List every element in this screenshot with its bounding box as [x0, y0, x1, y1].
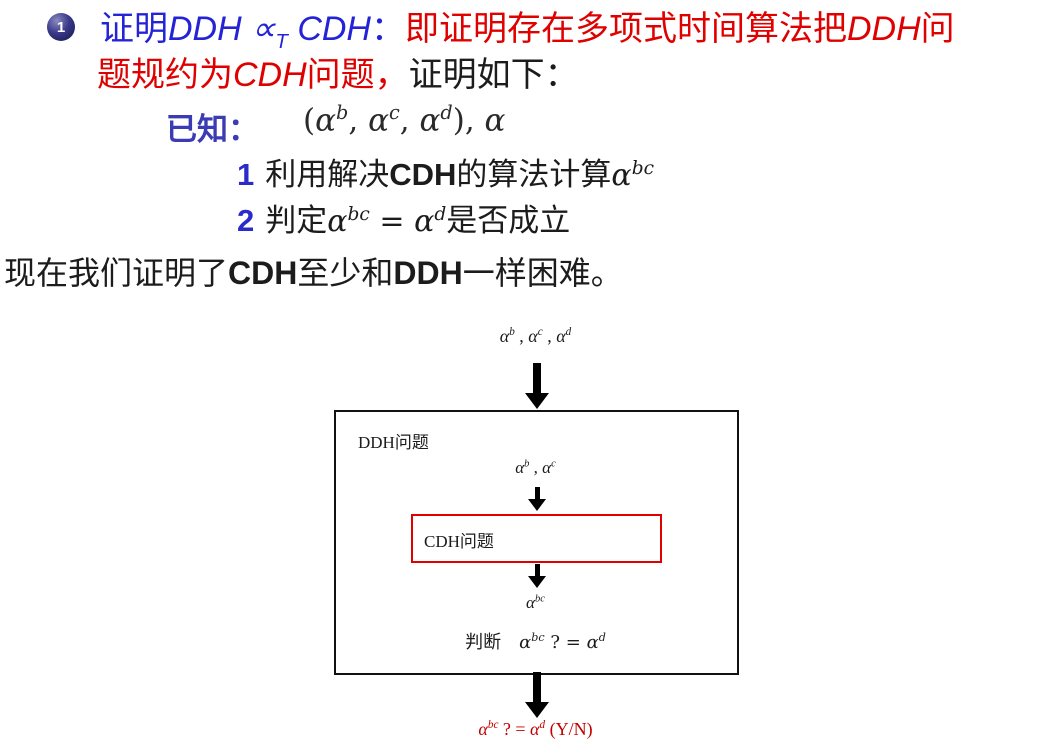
propto-subscript: T	[275, 30, 288, 53]
conclusion-seg-a: 现在我们证明了	[4, 255, 229, 291]
conclusion-cdh: CDH	[228, 255, 298, 291]
result-arrow-icon	[525, 672, 549, 718]
claim-red-tail: 问	[920, 10, 955, 48]
step-1: 1 利用解决CDH的算法计算αbc	[237, 149, 654, 194]
step-1-formula: αbc	[611, 158, 655, 193]
step-2-formula: αbc = αd	[327, 204, 447, 239]
conclusion-ddh: DDH	[393, 255, 463, 291]
cdh-output-arrow-shaft	[534, 564, 540, 576]
ddh-problem-label: DDH问题	[358, 433, 429, 452]
step-2: 2 判定αbc = αd是否成立	[237, 195, 570, 240]
step-2-pre: 判定	[265, 203, 328, 238]
input-arrow-shaft	[533, 363, 541, 393]
diagram-final-label: αbc ? = αd (Y/N)	[478, 719, 593, 739]
known-formula: (αb, αc, αd), α	[303, 101, 506, 139]
step-1-post: 的算法计算	[456, 157, 612, 192]
conclusion-seg-b: 至少和	[297, 255, 394, 291]
claim-colon: ：	[370, 10, 405, 48]
claim-cdh: CDH	[287, 10, 371, 48]
diagram-output-label: αbc	[526, 593, 545, 612]
claim2-red-head: 题规约为	[97, 56, 233, 94]
claim-lead: 证明	[100, 10, 168, 48]
cdh-input-arrow-shaft	[534, 487, 540, 499]
claim-red-text: 即证明存在多项式时间算法把	[404, 10, 847, 48]
diagram-inner-input-label: αb , αc	[515, 458, 556, 477]
step-1-latin: CDH	[389, 157, 457, 192]
result-arrow-head	[525, 702, 549, 718]
step-1-number: 1	[237, 157, 255, 192]
step-2-number: 2	[237, 203, 255, 238]
propto-symbol: ∝	[251, 10, 276, 48]
cdh-input-arrow-head	[528, 499, 546, 511]
diagram-judge-row: 判断 αbc ? = αd	[334, 628, 737, 654]
result-arrow-shaft	[533, 672, 541, 702]
judge-formula: αbc ? = αd	[519, 631, 606, 653]
cdh-output-arrow-icon	[528, 564, 546, 588]
enumerate-ball-icon: 1	[47, 13, 75, 41]
cdh-problem-box	[411, 514, 662, 563]
input-arrow-icon	[525, 363, 549, 409]
input-arrow-head	[525, 393, 549, 409]
claim-line-2: 题规约为CDH问题，证明如下：	[97, 56, 579, 94]
known-label: 已知：	[166, 112, 259, 147]
cdh-input-arrow-icon	[528, 487, 546, 511]
claim-red-ddh: DDH	[846, 10, 921, 48]
step-2-post: 是否成立	[446, 203, 571, 238]
judge-prefix: 判断	[465, 632, 502, 652]
claim2-black-tail: 证明如下：	[408, 56, 579, 94]
cdh-output-arrow-head	[528, 576, 546, 588]
conclusion-seg-c: 一样困难。	[462, 255, 623, 291]
diagram-input-label: αb , αc , αd	[499, 326, 572, 346]
conclusion-sentence: 现在我们证明了CDH至少和DDH一样困难。	[4, 248, 623, 294]
claim-ddh: DDH	[168, 10, 252, 48]
claim2-red-cdh: CDH	[233, 56, 307, 94]
step-1-pre: 利用解决	[265, 157, 390, 192]
claim-line-1: 证明DDH ∝T CDH：即证明存在多项式时间算法把DDH问	[100, 10, 955, 53]
cdh-problem-label: CDH问题	[424, 532, 494, 551]
claim2-red-tail: 问题，	[306, 56, 409, 94]
enumerate-ball-number: 1	[56, 18, 66, 36]
